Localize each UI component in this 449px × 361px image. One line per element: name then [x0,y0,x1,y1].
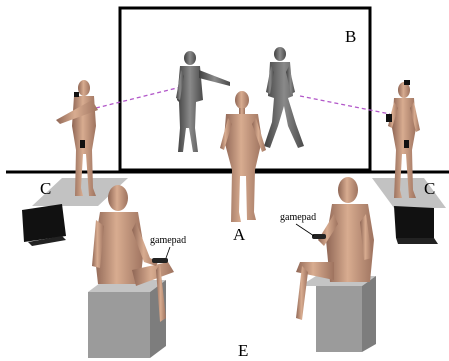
standing-user-right [386,80,420,198]
seated-user-left [92,185,174,322]
projected-avatar-left [176,51,230,152]
label-gamepad-right: gamepad [280,212,317,223]
label-gamepad-left: gamepad [150,235,187,246]
seated-user-right [296,177,374,320]
gamepad-left [152,246,171,263]
projected-avatar-right [264,47,304,148]
standing-user-left [56,80,98,196]
box-seat-left [88,280,166,358]
label-c-left: C [40,179,52,198]
box-seat-right [300,276,376,352]
monitor-left [22,204,66,246]
sight-line-left [95,85,186,109]
monitor-right [394,206,438,244]
label-a: A [233,225,246,244]
label-e: E [238,341,249,360]
label-b: B [345,27,357,46]
label-c-right: C [424,179,436,198]
sight-line-right [299,95,391,115]
gamepad-right [295,223,326,239]
standing-user-a [220,91,266,222]
